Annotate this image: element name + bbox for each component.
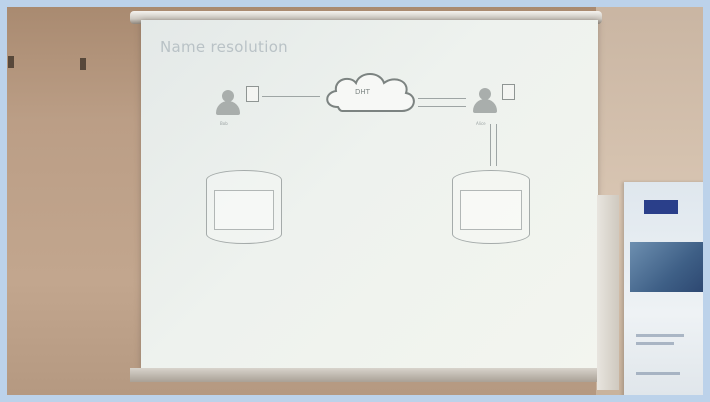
- person-body: [473, 99, 497, 113]
- wall-mark-middle: [80, 58, 86, 70]
- arrow-cloud-to-right: [418, 98, 466, 99]
- left-person-label: Bob: [220, 121, 228, 126]
- document-icon: [502, 84, 515, 100]
- cloud-icon: [326, 73, 415, 112]
- arrow-db-to-right: [496, 124, 497, 166]
- database-icon: [206, 170, 282, 244]
- slide-title: Name resolution: [160, 38, 288, 56]
- left-db-table: [214, 190, 274, 230]
- document-icon: [246, 86, 259, 102]
- poster: [624, 182, 710, 402]
- person-body: [216, 101, 240, 115]
- database-icon: [452, 170, 530, 244]
- poster-logo: [644, 200, 678, 214]
- right-person-label: Alice: [476, 121, 486, 126]
- screen-bottom-bar: [130, 368, 610, 382]
- wall-mark-left: [8, 56, 14, 68]
- cloud-label: DHT: [355, 88, 370, 96]
- person-icon: [216, 90, 240, 118]
- arrow-right-to-cloud: [418, 106, 466, 107]
- right-db-table: [460, 190, 522, 230]
- screen-side-strip: [597, 195, 619, 390]
- poster-photo: [630, 242, 706, 292]
- arrow-right-to-db: [490, 124, 491, 166]
- arrow-left-to-cloud: [262, 96, 320, 97]
- person-head: [479, 88, 491, 100]
- person-head: [222, 90, 234, 102]
- person-icon: [473, 88, 497, 116]
